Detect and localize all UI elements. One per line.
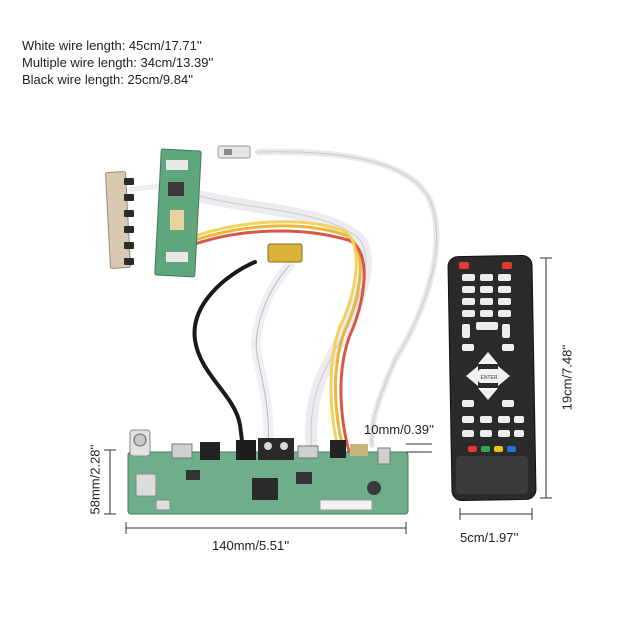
white-wire-length: White wire length: 45cm/17.71'' — [22, 38, 202, 53]
small-connector — [217, 145, 251, 159]
main-board — [127, 429, 409, 515]
board-height-label: 58mm/2.28'' — [87, 444, 103, 515]
wires — [189, 148, 440, 460]
remote-width-label: 5cm/1.97'' — [460, 530, 519, 545]
remote-control: ENTER — [447, 254, 537, 502]
connector-gap-label: 10mm/0.39'' — [364, 422, 434, 437]
multiple-wire-length: Multiple wire length: 34cm/13.39'' — [22, 55, 214, 70]
board-width-label: 140mm/5.51'' — [212, 538, 290, 553]
black-wire-length: Black wire length: 25cm/9.84'' — [22, 72, 194, 87]
remote-dpad — [466, 352, 510, 400]
dimension-lines — [104, 257, 552, 534]
lvds-connector — [267, 243, 303, 263]
enter-button-label: ENTER — [481, 375, 498, 381]
keypad-board — [105, 171, 193, 269]
inverter-board — [154, 148, 202, 278]
spec-text-block: White wire length: 45cm/17.71'' Multiple… — [22, 37, 213, 88]
remote-height-label: 19cm/7.48'' — [559, 344, 575, 411]
